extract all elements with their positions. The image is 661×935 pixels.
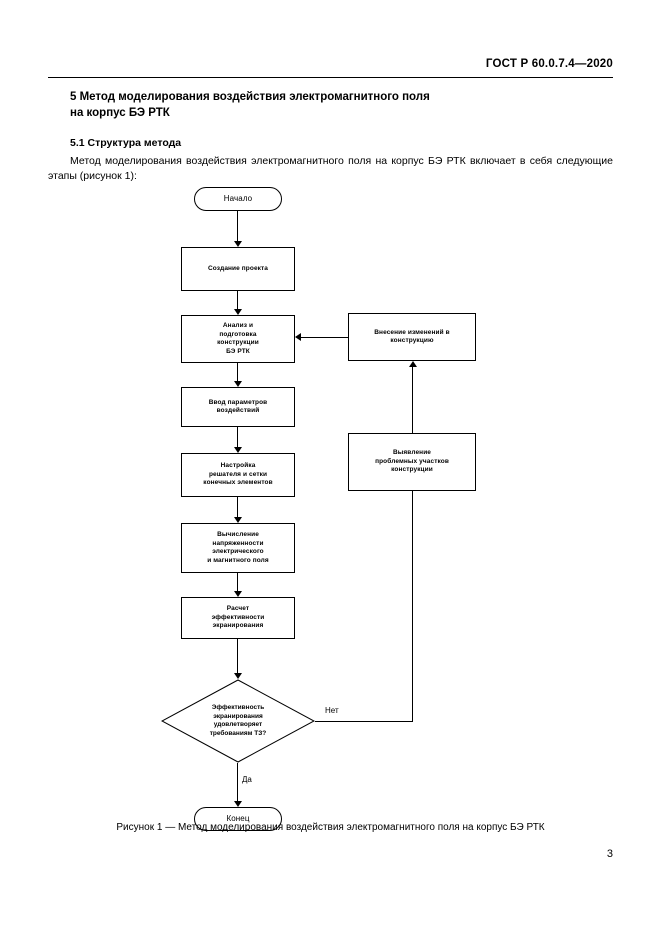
flow-node-end: Конец (194, 807, 282, 831)
arrow-input-to-solver (234, 447, 242, 453)
arrow-decision-to-end (234, 801, 242, 807)
arrow-analysis-to-input (234, 381, 242, 387)
figure-caption: Рисунок 1 — Метод моделирования воздейст… (116, 822, 545, 833)
flow-node-create-project: Создание проекта (181, 247, 295, 291)
arrow-create-to-analysis (234, 309, 242, 315)
page-number: 3 (606, 848, 613, 860)
flow-node-input-params: Ввод параметров воздействий (181, 387, 295, 427)
connector-right-up-to-problem (412, 490, 413, 722)
decision-diamond-shape (161, 679, 315, 763)
connector-decision-to-right (315, 721, 413, 722)
flow-node-input-params-label: Ввод параметров воздействий (208, 398, 268, 415)
flow-node-create-project-label: Создание проекта (207, 264, 269, 272)
flow-node-analysis: Анализ и подготовка конструкции БЭ РТК (181, 315, 295, 363)
arrow-solver-to-field (234, 517, 242, 523)
flow-node-problem-areas: Выявление проблемных участков конструкци… (348, 433, 476, 491)
edge-label-yes: Да (242, 775, 252, 784)
arrow-start-to-create (234, 241, 242, 247)
flow-node-field-calc-label: Вычисление напряженности электрического … (207, 531, 269, 564)
flow-node-shield-calc: Расчет эффективности экранирования (181, 597, 295, 639)
flow-node-solver-setup: Настройка решателя и сетки конечных элем… (181, 453, 295, 497)
body-paragraph: Метод моделирования воздействия электром… (48, 154, 613, 184)
flow-node-start: Начало (194, 187, 282, 211)
connector-field-to-shield (237, 573, 238, 595)
flow-node-problem-areas-label: Выявление проблемных участков конструкци… (375, 449, 449, 474)
connector-changes-to-analysis (301, 337, 348, 338)
arrow-changes-to-analysis (295, 333, 301, 341)
flow-node-decision: Эффективность экранирования удовлетворяе… (161, 679, 315, 763)
connector-decision-to-end (237, 763, 238, 805)
header-divider (48, 77, 613, 78)
flow-node-changes: Внесение изменений в конструкцию (348, 313, 476, 361)
section-heading: 5 Метод моделирования воздействия электр… (70, 91, 430, 119)
connector-input-to-solver (237, 427, 238, 451)
standard-number-header: ГОСТ Р 60.0.7.4—2020 (485, 58, 613, 70)
flow-node-decision-label: Эффективность экранирования удовлетворяе… (209, 704, 267, 737)
flow-node-solver-setup-label: Настройка решателя и сетки конечных элем… (203, 462, 273, 487)
body-paragraph-text: Метод моделирования воздействия электром… (48, 155, 613, 182)
arrow-shield-to-decision (234, 673, 242, 679)
connector-create-to-analysis (237, 291, 238, 313)
flow-node-end-label: Конец (226, 813, 250, 823)
connector-shield-to-decision (237, 639, 238, 677)
flowchart: Начало Создание проекта Анализ и подгото… (48, 185, 613, 831)
arrow-field-to-shield (234, 591, 242, 597)
connector-problem-to-changes (412, 365, 413, 433)
flow-node-shield-calc-label: Расчет эффективности экранирования (211, 605, 265, 630)
edge-label-no: Нет (325, 706, 339, 715)
subsection-heading: 5.1 Структура метода (70, 137, 182, 149)
connector-solver-to-field (237, 497, 238, 521)
flow-node-start-label: Начало (223, 193, 253, 203)
connector-analysis-to-input (237, 363, 238, 385)
flow-node-changes-label: Внесение изменений в конструкцию (374, 328, 450, 345)
connector-start-to-create (237, 211, 238, 243)
arrow-problem-to-changes (409, 361, 417, 367)
flow-node-field-calc: Вычисление напряженности электрического … (181, 523, 295, 573)
flow-node-analysis-label: Анализ и подготовка конструкции БЭ РТК (217, 322, 259, 355)
